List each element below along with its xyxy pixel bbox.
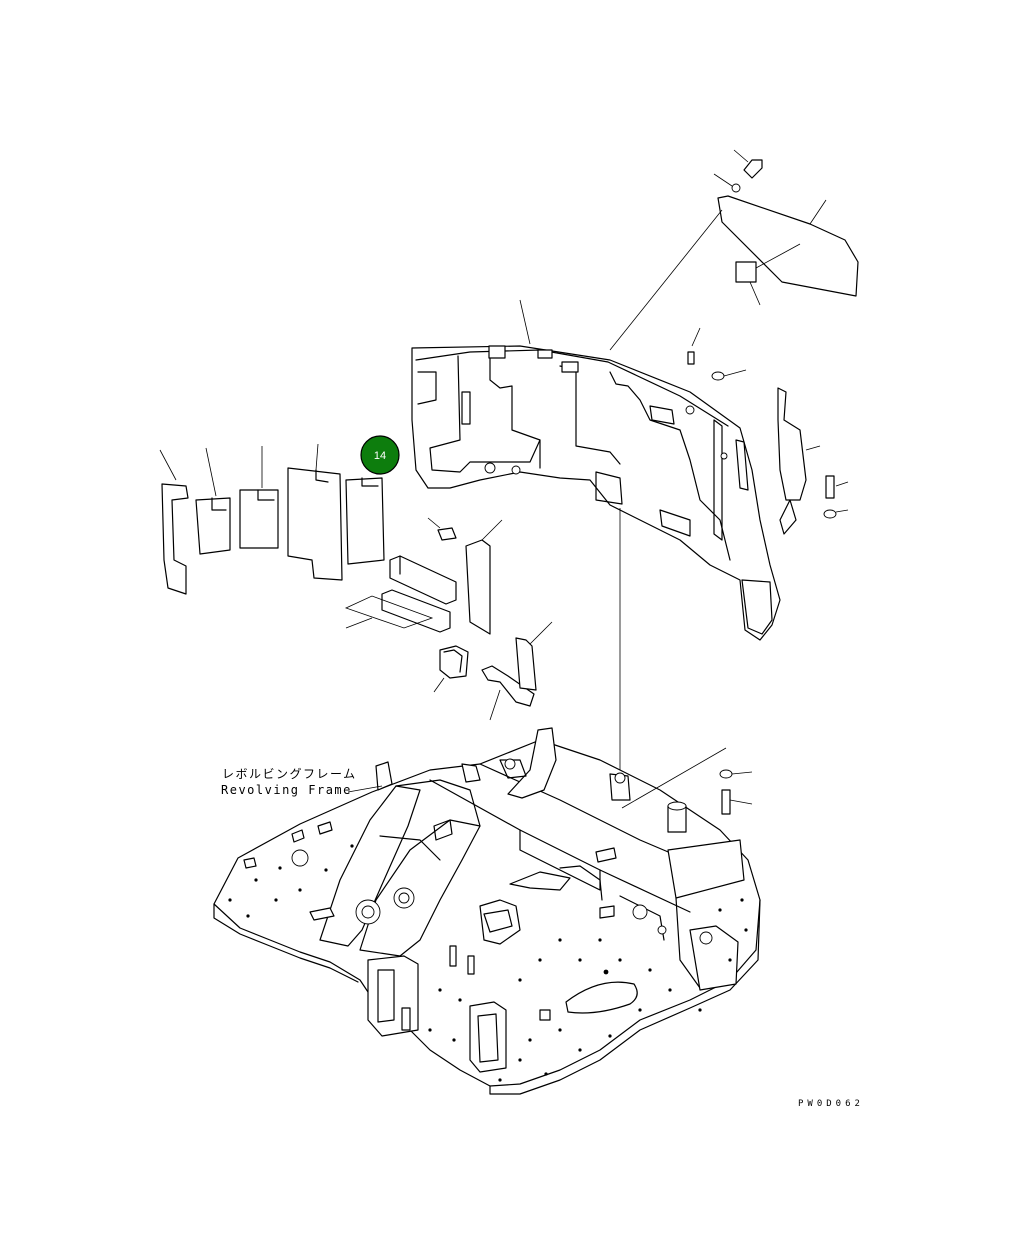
u-bracket xyxy=(433,645,469,693)
small-block xyxy=(427,517,457,541)
insulation-pad-3 xyxy=(239,446,279,549)
support-bracket xyxy=(777,387,821,535)
frame-label-leader xyxy=(347,785,383,793)
block-long-1 xyxy=(389,555,457,605)
insulation-pad-4 xyxy=(287,443,343,581)
counterweight-cover xyxy=(411,299,781,641)
bent-strip xyxy=(481,665,535,721)
callout-number: 14 xyxy=(374,450,386,462)
frame-label-jp: レボルビングフレーム xyxy=(222,767,357,781)
drawing-code: PW0D062 xyxy=(798,1099,864,1109)
insulation-pad-5 xyxy=(345,477,385,565)
insulation-pad-2 xyxy=(195,447,231,555)
revolving-frame xyxy=(213,727,761,1095)
vertical-pad xyxy=(465,519,503,635)
side-strip xyxy=(515,621,553,691)
callout-badge-14[interactable]: 14 xyxy=(360,435,400,475)
washer-frame xyxy=(719,769,753,779)
bolt-right xyxy=(823,475,849,519)
washer-cover-1 xyxy=(711,369,747,381)
bolt-cover-1 xyxy=(687,327,701,365)
leader-line xyxy=(609,209,723,351)
bolt-frame xyxy=(721,789,753,815)
leader-line-frame xyxy=(621,747,727,809)
callout-circle xyxy=(360,435,400,475)
cover-plate xyxy=(717,195,859,306)
insulation-pad-1 xyxy=(159,449,189,595)
frame-label-en: Revolving Frame xyxy=(221,783,352,797)
sheet-plate xyxy=(344,595,434,629)
block-long-2 xyxy=(381,589,451,633)
bolt-top xyxy=(713,149,763,193)
